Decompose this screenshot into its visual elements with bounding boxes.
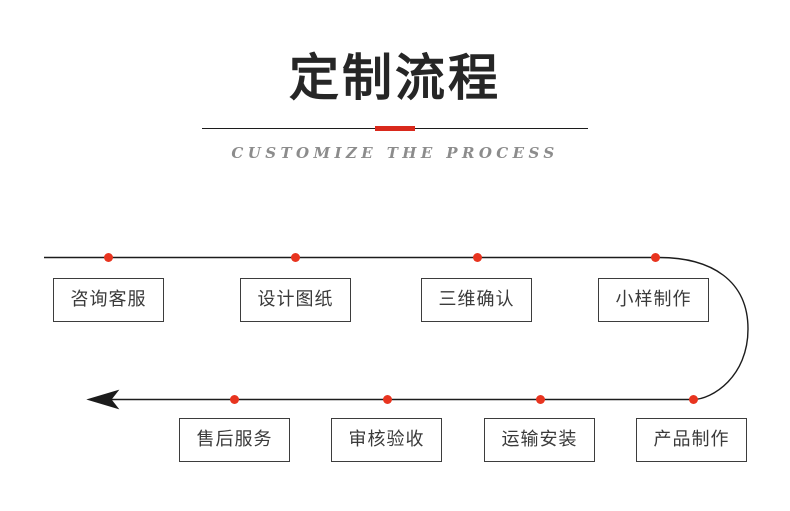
flow-step-label-4: 小样制作 <box>615 289 692 310</box>
flow-arrowhead-left <box>86 389 120 410</box>
flow-step-label-2: 设计图纸 <box>257 289 334 310</box>
flow-dot-step-8 <box>230 395 239 404</box>
flow-step-label-7: 审核验收 <box>348 429 425 450</box>
page-subtitle: CUSTOMIZE THE PROCESS <box>231 144 559 162</box>
flow-step-box-8[interactable]: 售后服务 <box>179 418 290 462</box>
flow-dot-step-6 <box>536 395 545 404</box>
flow-step-label-3: 三维确认 <box>438 289 515 310</box>
page-title: 定制流程 <box>289 49 501 107</box>
flow-dot-step-1 <box>104 253 113 262</box>
flow-step-box-3[interactable]: 三维确认 <box>421 278 532 322</box>
flow-dot-step-5 <box>689 395 698 404</box>
flow-step-label-1: 咨询客服 <box>70 289 147 310</box>
flow-step-box-6[interactable]: 运输安装 <box>484 418 595 462</box>
flow-dot-step-7 <box>383 395 392 404</box>
flow-step-box-1[interactable]: 咨询客服 <box>53 278 164 322</box>
title-divider <box>202 126 588 132</box>
flow-dot-step-2 <box>291 253 300 262</box>
flow-dot-step-4 <box>651 253 660 262</box>
flow-step-box-5[interactable]: 产品制作 <box>636 418 747 462</box>
flow-dot-step-3 <box>473 253 482 262</box>
flow-step-box-4[interactable]: 小样制作 <box>598 278 709 322</box>
flow-step-label-5: 产品制作 <box>653 429 730 450</box>
flow-step-label-6: 运输安装 <box>501 429 578 450</box>
divider-accent-bar <box>375 126 415 131</box>
flow-step-box-7[interactable]: 审核验收 <box>331 418 442 462</box>
flow-step-box-2[interactable]: 设计图纸 <box>240 278 351 322</box>
flow-step-label-8: 售后服务 <box>196 429 273 450</box>
